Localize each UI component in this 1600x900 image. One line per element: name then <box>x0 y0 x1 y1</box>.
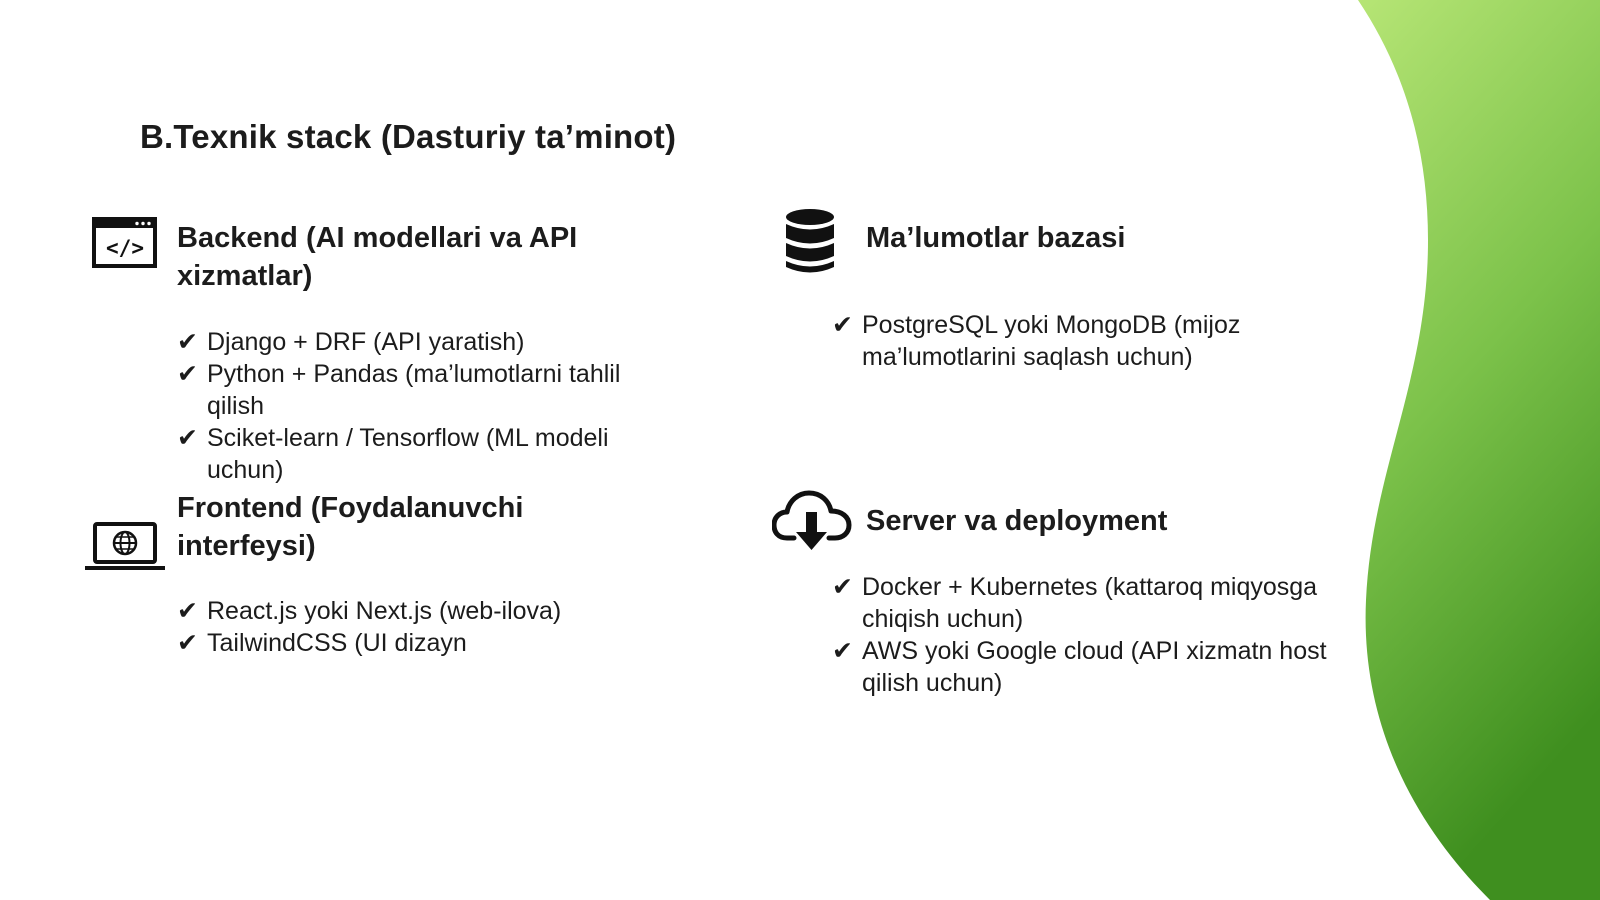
backend-heading: Backend (AI modellari va API xizmatlar) <box>177 222 578 292</box>
list-item: ✔PostgreSQL yoki MongoDB (mijoz ma’lumot… <box>832 311 1241 371</box>
checkmark-icon: ✔ <box>177 629 198 657</box>
list-item: ✔AWS yoki Google cloud (API xizmatn host… <box>832 637 1327 697</box>
list-item: ✔Docker + Kubernetes (kattaroq miqyosga … <box>832 573 1318 633</box>
checkmark-icon: ✔ <box>832 637 853 665</box>
database-list: ✔PostgreSQL yoki MongoDB (mijoz ma’lumot… <box>832 309 1372 373</box>
list-item: ✔Sciket-learn / Tensorflow (ML modeli uc… <box>177 424 609 484</box>
frontend-heading: Frontend (Foydalanuvchi interfeysi) <box>177 492 524 562</box>
checkmark-icon: ✔ <box>177 328 198 356</box>
list-item: ✔Django + DRF (API yaratish) <box>177 328 525 356</box>
server-heading: Server va deployment <box>866 505 1168 537</box>
database-heading: Ma’lumotlar bazasi <box>866 222 1126 254</box>
checkmark-icon: ✔ <box>177 424 198 452</box>
code-window-icon: </> <box>92 217 157 268</box>
cloud-download-icon <box>772 490 852 550</box>
checkmark-icon: ✔ <box>832 573 853 601</box>
list-item: ✔React.js yoki Next.js (web-ilova) <box>177 597 562 625</box>
list-item: ✔TailwindCSS (UI dizayn <box>177 629 467 657</box>
laptop-globe-icon <box>85 522 165 570</box>
checkmark-icon: ✔ <box>832 311 853 339</box>
checkmark-icon: ✔ <box>177 360 198 388</box>
frontend-list: ✔React.js yoki Next.js (web-ilova) ✔Tail… <box>177 595 677 659</box>
database-icon <box>786 209 834 273</box>
checkmark-icon: ✔ <box>177 597 198 625</box>
page-title: B.Texnik stack (Dasturiy ta’minot) <box>140 118 677 155</box>
list-item: ✔Python + Pandas (ma’lumotlarni tahlil q… <box>177 360 621 420</box>
backend-list: ✔Django + DRF (API yaratish) ✔Python + P… <box>177 326 677 486</box>
svg-text:</>: </> <box>106 236 144 260</box>
server-list: ✔Docker + Kubernetes (kattaroq miqyosga … <box>832 571 1372 699</box>
